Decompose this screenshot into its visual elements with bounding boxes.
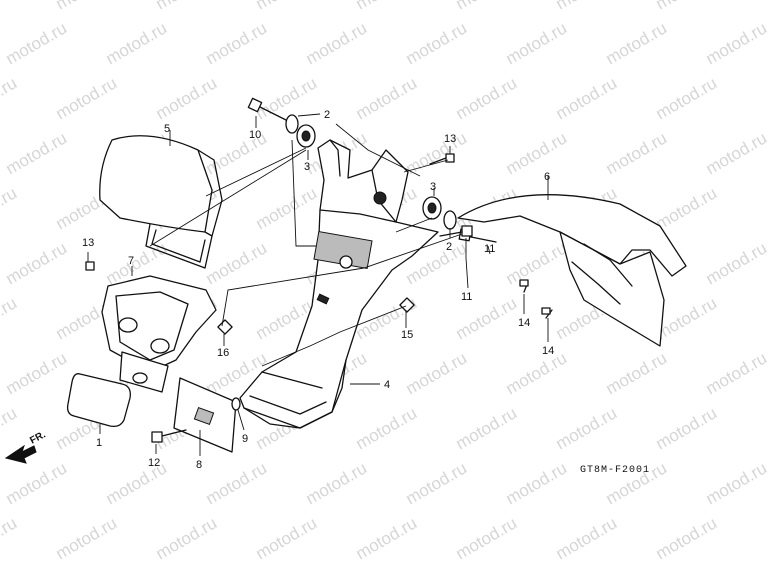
callout-15: 15 — [401, 329, 413, 341]
callout-8: 8 — [196, 459, 202, 471]
watermark-text: motod.ru — [603, 128, 671, 178]
front-arrow-icon — [4, 444, 37, 464]
watermark-text: motod.ru — [353, 513, 421, 563]
watermark-text: motod.ru — [653, 513, 721, 563]
watermark-text: motod.ru — [0, 73, 20, 123]
watermark-text: motod.ru — [253, 513, 321, 563]
watermark-text: motod.ru — [3, 348, 71, 398]
watermark-text: motod.ru — [553, 0, 621, 13]
front-direction-indicator: FR. — [4, 429, 48, 464]
watermark-text: motod.ru — [403, 128, 471, 178]
tail-light-housing — [101, 275, 217, 393]
watermark-text: motod.ru — [503, 348, 571, 398]
watermark-text: motod.ru — [3, 238, 71, 288]
callout-13-left: 13 — [82, 237, 94, 249]
watermark-text: motod.ru — [0, 513, 20, 563]
license-plate-bracket — [173, 377, 237, 453]
watermark-text: motod.ru — [53, 0, 121, 13]
watermark-text: motod.ru — [3, 18, 71, 68]
watermark-text: motod.ru — [303, 18, 371, 68]
watermark-text: motod.ru — [553, 513, 621, 563]
diagram-code: GT8M-F2001 — [580, 465, 650, 476]
callout-9: 9 — [242, 433, 248, 445]
callout-labels: 5 2 3 10 13 3 2 11 11 6 13 7 16 15 14 14… — [82, 109, 554, 471]
watermark-text: motod.ru — [503, 128, 571, 178]
watermark-text: motod.ru — [453, 73, 521, 123]
callout-14-b: 14 — [542, 345, 554, 357]
callout-3-right: 3 — [430, 181, 436, 193]
rear-fender — [239, 139, 439, 429]
watermark-text: motod.ru — [153, 0, 221, 13]
watermark-text: motod.ru — [3, 128, 71, 178]
watermark-text: motod.ru — [353, 73, 421, 123]
watermark-text: motod.ru — [503, 458, 571, 508]
watermark-text: motod.ru — [153, 513, 221, 563]
watermark-text: motod.ru — [603, 348, 671, 398]
watermark-text: motod.ru — [453, 513, 521, 563]
leader-lines — [87, 113, 549, 456]
callout-16: 16 — [217, 347, 229, 359]
watermark-text: motod.ru — [0, 0, 20, 13]
watermark-text: motod.ru — [53, 513, 121, 563]
watermark-text: motod.ru — [453, 0, 521, 13]
callout-10: 12 — [148, 457, 160, 469]
callout-2-right: 2 — [446, 241, 452, 253]
watermark-text: motod.ru — [3, 458, 71, 508]
callout-14-a: 14 — [518, 317, 530, 329]
watermark-text: motod.ru — [0, 293, 20, 343]
watermark-text: motod.ru — [0, 403, 20, 453]
watermark-text: motod.ru — [0, 183, 20, 233]
watermark-text: motod.ru — [703, 458, 768, 508]
watermark-text: motod.ru — [603, 18, 671, 68]
watermark-text: motod.ru — [353, 403, 421, 453]
watermark-text: motod.ru — [403, 458, 471, 508]
watermark-text: motod.ru — [203, 458, 271, 508]
watermark-text: motod.ru — [503, 18, 571, 68]
callout-1: 1 — [96, 437, 102, 449]
splash-guard — [457, 194, 687, 347]
front-label: FR. — [28, 429, 48, 446]
watermark-text: motod.ru — [203, 238, 271, 288]
watermark-text: motod.ru — [453, 403, 521, 453]
watermark-text: motod.ru — [653, 183, 721, 233]
watermark-text: motod.ru — [153, 73, 221, 123]
watermark-text: motod.ru — [703, 128, 768, 178]
watermark-text: motod.ru — [253, 183, 321, 233]
watermark-text: motod.ru — [303, 458, 371, 508]
callout-7: 5 — [164, 123, 170, 135]
assembly-lines — [149, 123, 463, 367]
watermark-text: motod.ru — [503, 238, 571, 288]
rear-reflector — [66, 373, 131, 428]
watermark-text: motod.ru — [653, 0, 721, 13]
watermark-text: motod.ru — [353, 0, 421, 13]
callout-6: 7 — [128, 255, 134, 267]
callout-3-top: 3 — [304, 161, 310, 173]
callout-5: 6 — [544, 171, 550, 183]
watermark-text: motod.ru — [703, 238, 768, 288]
watermark-text: motod.ru — [653, 73, 721, 123]
watermark-text: motod.ru — [403, 18, 471, 68]
callout-2-top: 2 — [324, 109, 330, 121]
callout-11-top: 10 — [249, 129, 261, 141]
watermark-text: motod.ru — [203, 18, 271, 68]
watermark-text: motod.ru — [553, 403, 621, 453]
watermark-text: motod.ru — [703, 348, 768, 398]
watermark-text: motod.ru — [553, 73, 621, 123]
watermark-text: motod.ru — [53, 73, 121, 123]
callout-13-top: 13 — [444, 133, 456, 145]
callout-4: 4 — [384, 379, 390, 391]
watermark-text: motod.ru — [253, 0, 321, 13]
tail-light-lens — [99, 135, 223, 269]
watermark-text: motod.ru — [253, 73, 321, 123]
watermark-text: motod.ru — [103, 18, 171, 68]
callout-11-right: 11 — [484, 243, 495, 255]
hardware — [85, 97, 553, 443]
watermark-text: motod.ru — [403, 348, 471, 398]
callout-12: 11 — [461, 291, 472, 303]
watermark-text: motod.ru — [703, 18, 768, 68]
watermark-text: motod.ru — [653, 403, 721, 453]
